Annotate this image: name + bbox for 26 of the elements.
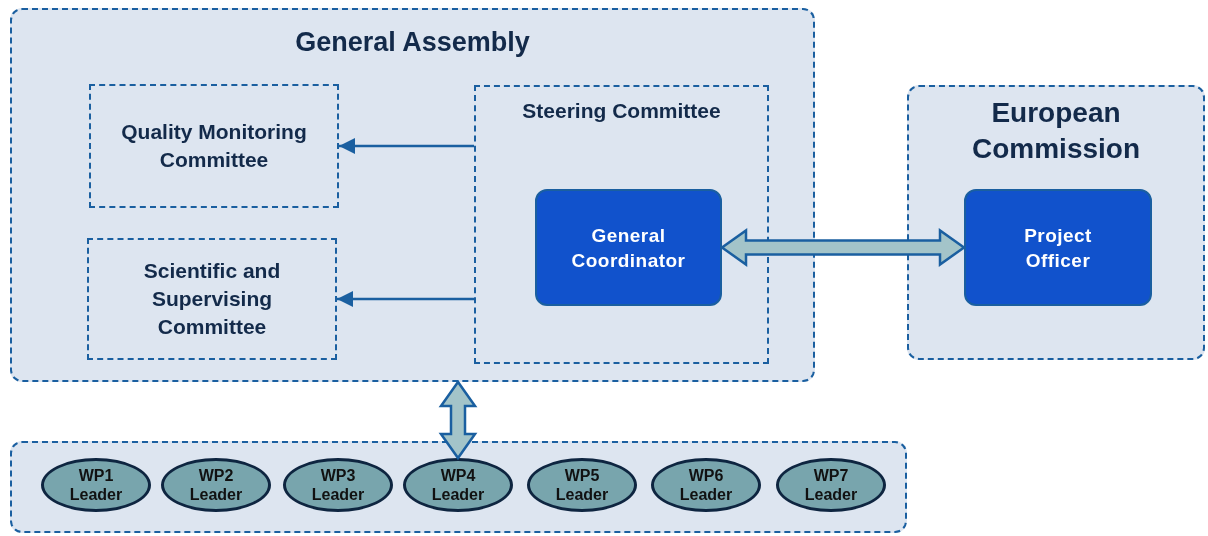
arrow bbox=[339, 138, 474, 154]
box-label: Project Officer bbox=[1023, 223, 1093, 273]
group-panel bbox=[907, 85, 1205, 360]
role-box bbox=[964, 189, 1152, 306]
double-arrow bbox=[719, 228, 967, 267]
ellipse-label: WP2 Leader bbox=[188, 466, 244, 504]
arrow bbox=[337, 291, 474, 307]
ellipse-label: WP1 Leader bbox=[68, 466, 124, 504]
group-panel bbox=[10, 8, 815, 382]
committee-box bbox=[474, 85, 769, 364]
double-arrow bbox=[438, 379, 478, 461]
ellipse-label: WP5 Leader bbox=[554, 466, 610, 504]
ellipse-label: WP6 Leader bbox=[678, 466, 734, 504]
ellipse-label: WP7 Leader bbox=[803, 466, 859, 504]
box-label: Scientific and Supervising Committee bbox=[142, 258, 282, 340]
box-label: General Coordinator bbox=[570, 223, 687, 273]
group-panel bbox=[10, 441, 907, 533]
panel-title: European Commission bbox=[971, 96, 1141, 166]
box-label: Quality Monitoring Committee bbox=[120, 119, 308, 173]
role-box bbox=[535, 189, 722, 306]
committee-box bbox=[89, 84, 339, 208]
ellipse-label: WP3 Leader bbox=[310, 466, 366, 504]
committee-box bbox=[87, 238, 337, 360]
ellipse-label: WP4 Leader bbox=[430, 466, 486, 504]
panel-title: General Assembly bbox=[295, 26, 530, 59]
panel-title: Steering Committee bbox=[522, 98, 721, 124]
